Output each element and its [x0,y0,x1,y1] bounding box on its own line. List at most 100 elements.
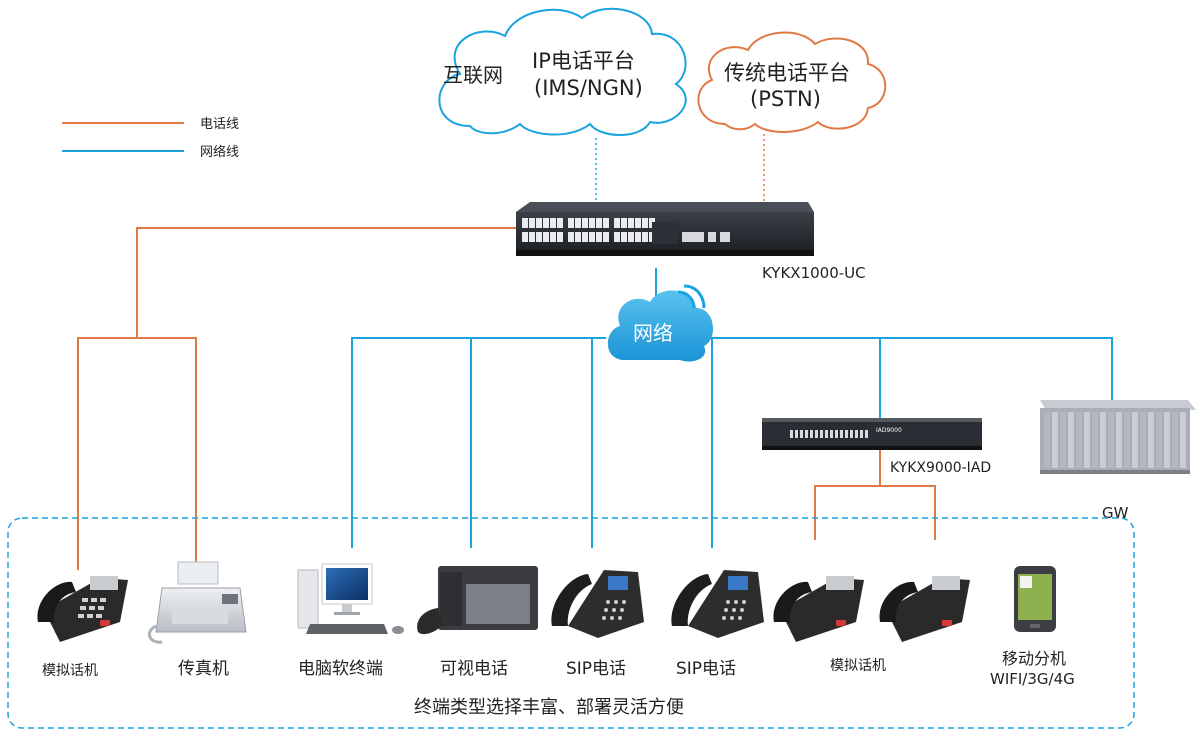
switch-port [621,218,627,228]
terminal-label-sip-phone-2: SIP电话 [676,659,736,679]
switch-port [575,218,581,228]
switch-model-label: KYKX1000-UC [762,264,866,282]
network-bus-left [351,337,606,548]
switch-port [628,232,634,242]
switch-port [589,218,595,228]
gw-card [1084,412,1090,468]
gw-card [1164,412,1170,468]
switch-port [536,218,542,228]
iad-port [820,430,823,438]
gw-card [1076,412,1082,468]
switch-port [596,218,602,228]
legend-phone-line-label: 电话线 [200,117,239,132]
terminal-label-analog-phone-1: 模拟话机 [42,663,98,679]
network-cloud: 网络 [607,284,714,362]
terminal-sublabel-mobile: WIFI/3G/4G [990,670,1075,688]
iad-branch-line [814,485,936,540]
switch-port [603,218,609,228]
fax-machine [147,561,247,644]
pstn-label: 传统电话平台 [724,61,850,85]
switch-port [522,218,528,228]
iad-port [830,430,833,438]
sip-phone-1 [551,570,644,638]
kykx9000-iad: IAD9000 [762,418,982,450]
switch-port [522,232,528,242]
internet-label: 互联网 [443,63,503,87]
network-cloud-shape [607,290,714,362]
switch-port [635,218,641,228]
terminal-label-fax: 传真机 [178,659,229,679]
wifi-icon [677,290,696,309]
gw-card [1124,412,1130,468]
pstn-cloud-shape [697,31,887,133]
switch-port [589,232,595,242]
switch-to-analog-phone-line [136,227,516,338]
gw-card [1116,412,1122,468]
iad-port [790,430,793,438]
iad-port [810,430,813,438]
gw-card [1060,412,1066,468]
iad-port [815,430,818,438]
switch-port [642,232,648,242]
switch-port [614,232,620,242]
switch-port [596,232,602,242]
iad-port [800,430,803,438]
gw-card [1108,412,1114,468]
gw-card [1068,412,1074,468]
video-phone [417,566,538,635]
analog-phone-1 [37,576,128,642]
switch-port [642,218,648,228]
gw-card [1100,412,1106,468]
switch-port [529,232,535,242]
iad-port [865,430,868,438]
pc-soft-terminal [297,563,404,634]
ip-platform-cloud: 互联网 IP电话平台 (IMS/NGN) [438,7,687,136]
sip-phone-2 [671,570,764,638]
gw-card [1092,412,1098,468]
switch-port [614,218,620,228]
switch-port [557,232,563,242]
switch-port [568,232,574,242]
gw-card [1172,412,1178,468]
switch-port [582,232,588,242]
pstn-sublabel: (PSTN) [750,87,821,111]
terminal-area-box [7,517,1135,729]
pstn-cloud: 传统电话平台 (PSTN) [697,31,887,133]
iad-port [795,430,798,438]
analog-phone-3 [879,576,970,642]
phone-lines [77,227,936,570]
switch-port [529,218,535,228]
switch-port [568,218,574,228]
legend-network-line-label: 网络线 [200,144,239,160]
iad-port [805,430,808,438]
terminal-label-analog-phone-2: 模拟话机 [830,658,886,674]
network-lines [351,268,1113,548]
ip-platform-sublabel: (IMS/NGN) [534,76,643,100]
legend: 电话线 网络线 [62,117,239,160]
iad-panel-label: IAD9000 [876,427,902,434]
switch-port [550,218,556,228]
switch-port [557,218,563,228]
switch-port [628,218,634,228]
analog-phone-2 [773,576,864,642]
gw-card [1180,412,1186,468]
terminal-label-mobile: 移动分机 [1002,649,1066,668]
gw-card [1132,412,1138,468]
switch-port [550,232,556,242]
switch-port [536,232,542,242]
gw-rack [1040,400,1196,474]
footer-caption: 终端类型选择丰富、部署灵活方便 [414,697,684,718]
switch-port [575,232,581,242]
iad-port [850,430,853,438]
mobile-phone [1014,566,1056,632]
terminal-label-pc-soft: 电脑软终端 [298,659,383,679]
gw-label: GW [1102,504,1129,522]
iad-port [845,430,848,438]
gw-card [1156,412,1162,468]
gw-card [1140,412,1146,468]
switch-port [543,218,549,228]
iad-port [825,430,828,438]
gw-card [1052,412,1058,468]
iad-port [860,430,863,438]
